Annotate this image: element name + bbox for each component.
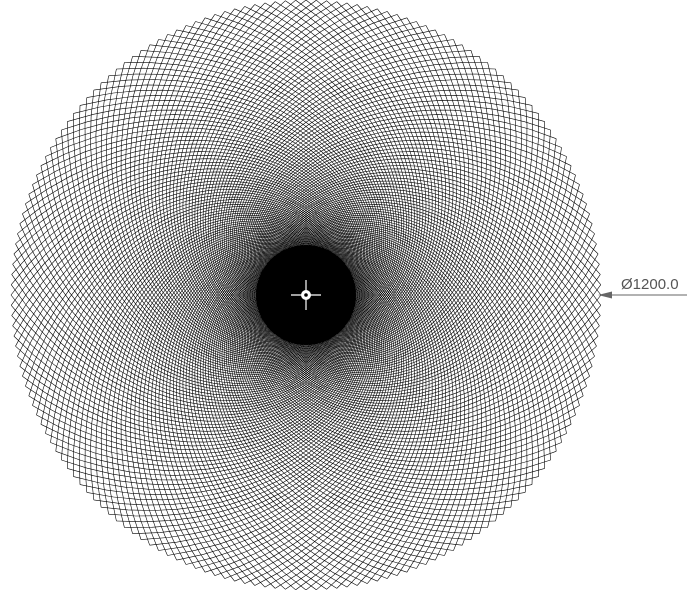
crosshair-icon (291, 280, 321, 310)
dimension-label: Ø1200.0 (621, 276, 679, 293)
diameter-dimension[interactable]: Ø1200.0 (598, 276, 687, 299)
center-dot (304, 293, 308, 297)
dimension-arrowhead (598, 291, 612, 299)
